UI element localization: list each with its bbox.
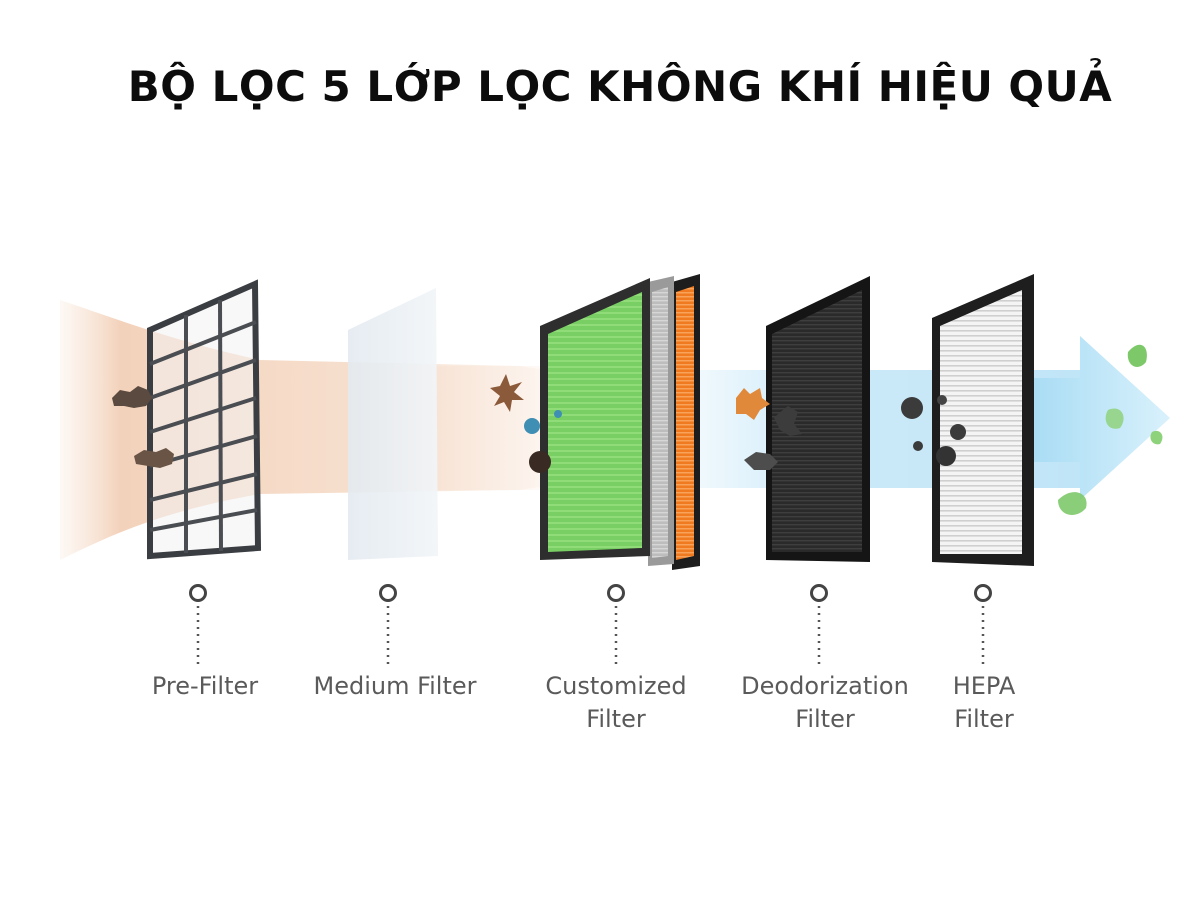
label-deodorization-filter-line1: Deodorization xyxy=(741,672,909,700)
page-title: BỘ LỌC 5 LỚP LỌC KHÔNG KHÍ HIỆU QUẢ xyxy=(127,62,1113,111)
label-hepa-filter: HEPA Filter xyxy=(874,670,1094,736)
label-customized-filter-line1: Customized xyxy=(545,672,687,700)
medium-filter-panel xyxy=(348,288,438,560)
label-hepa-filter-line1: HEPA xyxy=(952,672,1016,700)
label-pre-filter: Pre-Filter xyxy=(95,670,315,703)
label-medium-filter-line1: Medium Filter xyxy=(313,672,477,700)
label-hepa-filter-line2: Filter xyxy=(954,705,1014,733)
connector-medium-filter xyxy=(379,584,397,664)
connector-hepa-filter xyxy=(974,584,992,664)
connectors xyxy=(189,584,992,664)
customized-filter-panel xyxy=(540,274,700,570)
connector-deodorization-filter xyxy=(810,584,828,664)
connector-pre-filter xyxy=(189,584,207,664)
label-customized-filter-line2: Filter xyxy=(586,705,646,733)
deodorization-filter-panel xyxy=(766,276,870,562)
pre-filter-panel xyxy=(147,279,262,560)
label-deodorization-filter-line2: Filter xyxy=(795,705,855,733)
leaves xyxy=(1058,344,1163,515)
hepa-filter-panel xyxy=(932,274,1034,566)
label-medium-filter: Medium Filter xyxy=(285,670,505,703)
label-customized-filter: Customized Filter xyxy=(506,670,726,736)
dust-particles xyxy=(112,374,966,473)
label-deodorization-filter: Deodorization Filter xyxy=(715,670,935,736)
connector-customized-filter xyxy=(607,584,625,664)
clean-air-arrow xyxy=(1030,336,1170,500)
label-pre-filter-line1: Pre-Filter xyxy=(151,672,259,700)
